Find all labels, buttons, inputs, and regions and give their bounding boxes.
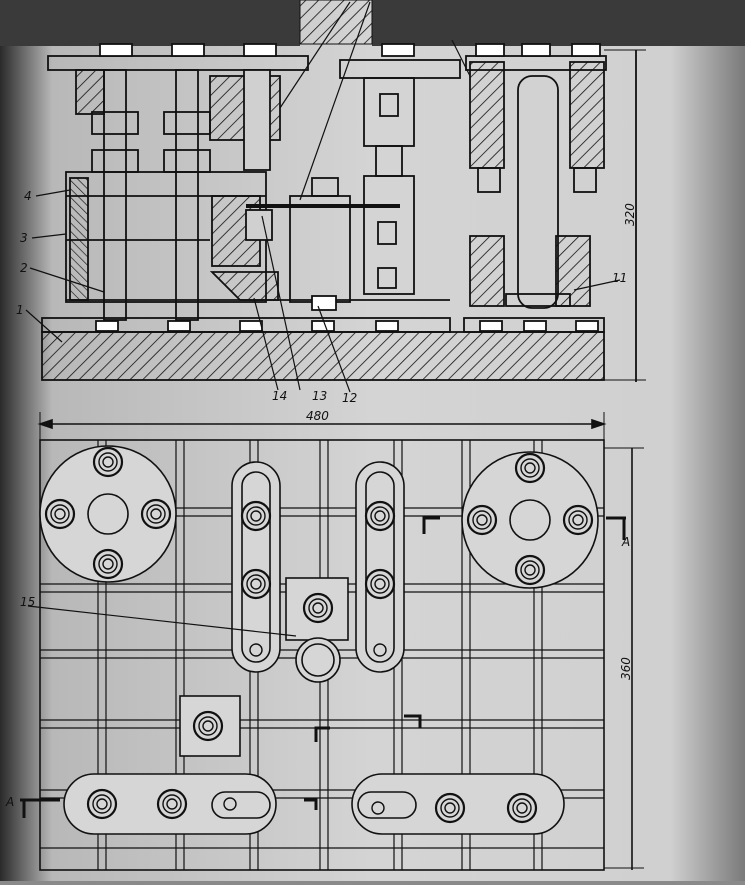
nut-set xyxy=(44,446,594,824)
central-rod xyxy=(517,75,559,309)
wedge-14 xyxy=(209,271,279,301)
nut-icon xyxy=(44,498,76,530)
nut-icon xyxy=(140,498,172,530)
plan-view xyxy=(20,412,644,871)
nut-icon xyxy=(240,500,272,532)
nut-icon xyxy=(92,548,124,580)
front-labels: 4 3 2 1 11 12 13 14 320 xyxy=(16,189,637,405)
section-mark-a-left: A xyxy=(5,795,14,809)
bolt-hole-icon xyxy=(373,643,387,657)
bolt-hole-icon xyxy=(249,643,263,657)
pillar-2 xyxy=(175,69,199,321)
nut-icon xyxy=(240,568,272,600)
plan-labels: 480 360 15 A A xyxy=(5,409,633,809)
callout-14: 14 xyxy=(272,389,287,403)
nut-icon xyxy=(302,592,334,624)
pillar-1 xyxy=(103,69,127,321)
dim-480: 480 xyxy=(306,409,329,423)
front-view xyxy=(25,1,646,393)
top-dark-band-left xyxy=(0,0,300,46)
callout-12: 12 xyxy=(342,391,357,405)
leader-lines xyxy=(25,1,621,393)
nut-icon xyxy=(466,504,498,536)
nut-icon xyxy=(156,788,188,820)
callout-1: 1 xyxy=(16,303,24,317)
nut-icon xyxy=(506,792,538,824)
callout-2: 2 xyxy=(20,261,28,275)
nut-icon xyxy=(364,568,396,600)
callout-13: 13 xyxy=(312,389,327,403)
callout-15: 15 xyxy=(20,595,35,609)
nut-icon xyxy=(514,452,546,484)
bolt-hole-icon xyxy=(223,797,237,811)
dim-360: 360 xyxy=(619,657,633,680)
round-table-left xyxy=(39,445,177,583)
top-dark-band-right xyxy=(372,0,745,46)
nut-icon xyxy=(192,710,224,742)
nut-icon xyxy=(434,792,466,824)
base-plate-plan xyxy=(39,439,605,871)
strap-left xyxy=(231,461,281,673)
nut-icon xyxy=(364,500,396,532)
top-cut-section xyxy=(299,0,373,45)
base-blocks xyxy=(95,320,599,332)
callout-3: 3 xyxy=(20,231,28,245)
section-mark-a-right: A xyxy=(621,535,630,549)
round-table-right xyxy=(461,451,599,589)
nut-icon xyxy=(514,554,546,586)
callout-11: 11 xyxy=(612,271,627,285)
base-plate xyxy=(41,331,605,381)
strap-right xyxy=(355,461,405,673)
section-markers xyxy=(20,516,626,818)
dim-320: 320 xyxy=(623,203,637,226)
nut-icon xyxy=(562,504,594,536)
nut-icon xyxy=(92,446,124,478)
callout-4: 4 xyxy=(24,189,32,203)
nut-icon xyxy=(86,788,118,820)
bolt-hole-icon xyxy=(371,801,385,815)
